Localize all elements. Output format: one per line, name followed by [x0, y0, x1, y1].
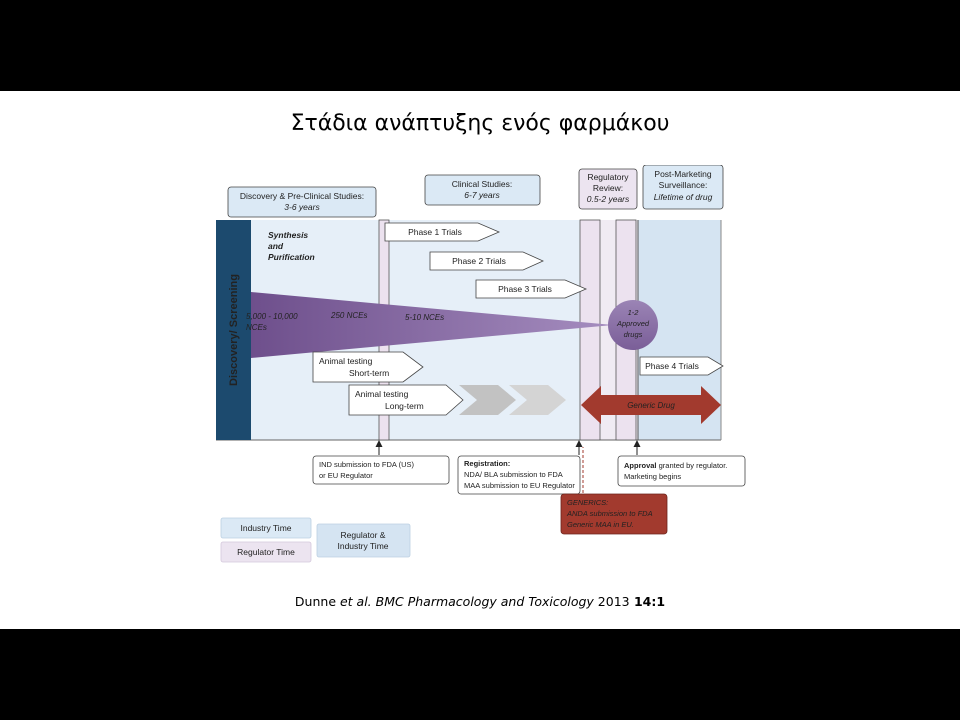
phase-4-label: Phase 4 Trials	[645, 361, 699, 371]
registration-callout: Registration: NDA/ BLA submission to FDA…	[457, 455, 581, 495]
citation-year: 2013	[593, 594, 630, 609]
compound-funnel	[251, 292, 613, 358]
stage-postmarketing-title: Post-Marketing	[654, 169, 711, 179]
stage-regulatory-duration: 0.5-2 years	[587, 194, 630, 204]
approval-callout: Approval granted by regulator. Marketing…	[617, 455, 746, 487]
stage-discovery-title: Discovery & Pre-Clinical Studies:	[240, 191, 364, 201]
legend-industry-swatch	[220, 517, 312, 539]
legend-both-line1: Regulator &	[341, 530, 386, 540]
animal-testing-long-term: Animal testing Long-term	[348, 384, 566, 416]
approval-line2: Marketing begins	[624, 472, 681, 481]
discovery-screening-label: Discovery/ Screening	[228, 274, 240, 386]
synthesis-line3: Purification	[268, 252, 315, 262]
stage-postmarketing-subtitle: Surveillance:	[659, 180, 708, 190]
animal-short-line2: Short-term	[349, 368, 389, 378]
phase-3-label: Phase 3 Trials	[498, 284, 552, 294]
synthesis-line2: and	[268, 241, 284, 251]
ind-line1: IND submission to FDA (US)	[319, 460, 415, 469]
citation-etal: et al.	[336, 594, 372, 609]
phase-1-trials: Phase 1 Trials	[384, 222, 501, 242]
compound-counts: 5,000 - 10,000 NCEs 250 NCEs 5-10 NCEs	[246, 311, 444, 332]
registration-line3: MAA submission to EU Regulator	[464, 481, 575, 490]
slide: Στάδια ανάπτυξης ενός φαρμάκου	[0, 91, 960, 629]
compounds-clinical-count: 5-10 NCEs	[405, 313, 444, 322]
stage-postmarketing: Post-Marketing Surveillance: Lifetime of…	[642, 165, 724, 210]
citation-journal: BMC Pharmacology and Toxicology	[371, 594, 594, 609]
approval-title: Approval	[624, 461, 657, 470]
drug-development-diagram: Discovery/ Screening Discovery & Pre-Cli…	[213, 165, 748, 565]
legend-both-swatch	[316, 523, 411, 558]
legend-industry-label: Industry Time	[240, 523, 291, 533]
stage-discovery: Discovery & Pre-Clinical Studies: 3-6 ye…	[227, 186, 377, 218]
phase-3-trials: Phase 3 Trials	[475, 279, 588, 299]
approved-unit: drugs	[624, 330, 643, 339]
approved-count: 1-2	[628, 308, 640, 317]
approved-label: Approved	[616, 319, 650, 328]
registration-title: Registration:	[464, 459, 510, 468]
legend-regulator-swatch	[220, 541, 312, 563]
stage-clinical-title: Clinical Studies:	[452, 179, 512, 189]
stage-postmarketing-duration: Lifetime of drug	[654, 192, 713, 202]
stage-clinical: Clinical Studies: 6-7 years	[424, 174, 541, 206]
generics-title: GENERICS:	[567, 498, 608, 507]
generic-drug-arrow: Generic Drug	[581, 386, 721, 424]
regulatory-strip-1	[579, 219, 601, 441]
approved-drugs-circle: 1-2 Approved drugs	[608, 300, 658, 350]
stage-clinical-duration: 6-7 years	[464, 190, 500, 200]
synthesis-label: Synthesis and Purification	[268, 230, 315, 262]
animal-long-line2: Long-term	[385, 401, 424, 411]
phase-1-label: Phase 1 Trials	[408, 227, 462, 237]
legend: Industry Time Regulator Time Regulator &…	[220, 517, 411, 563]
discovery-screening-bar	[216, 220, 251, 440]
stage-discovery-duration: 3-6 years	[284, 202, 320, 212]
stage-regulatory: Regulatory Review: 0.5-2 years	[578, 168, 638, 210]
animal-long-line1: Animal testing	[355, 389, 409, 399]
citation-volume: 14:1	[629, 594, 666, 609]
citation-author: Dunne	[294, 594, 337, 609]
ind-line2: or EU Regulator	[319, 471, 373, 480]
legend-both-line2: Industry Time	[337, 541, 388, 551]
generic-drug-label: Generic Drug	[627, 401, 675, 410]
stage-regulatory-subtitle: Review:	[593, 183, 623, 193]
approval-rest: granted by regulator.	[657, 461, 728, 470]
phase-2-trials: Phase 2 Trials	[429, 251, 544, 271]
synthesis-line1: Synthesis	[268, 230, 308, 240]
stage-regulatory-title: Regulatory	[587, 172, 629, 182]
phase-2-label: Phase 2 Trials	[452, 256, 506, 266]
svg-text:Approval granted by regulator.: Approval granted by regulator.	[624, 461, 727, 470]
compounds-screening-count: 5,000 - 10,000	[246, 312, 298, 321]
generics-callout: GENERICS: ANDA submission to FDA Generic…	[560, 493, 668, 535]
compounds-preclinical-count: 250 NCEs	[330, 311, 367, 320]
slide-title: Στάδια ανάπτυξης ενός φαρμάκου	[290, 111, 670, 136]
generics-line2: ANDA submission to FDA	[566, 509, 653, 518]
compounds-screening-unit: NCEs	[246, 323, 267, 332]
animal-short-line1: Animal testing	[319, 356, 373, 366]
citation: Dunne et al. BMC Pharmacology and Toxico…	[0, 594, 960, 609]
animal-testing-short-term: Animal testing Short-term	[312, 351, 424, 383]
legend-regulator-label: Regulator Time	[237, 547, 295, 557]
phase-4-trials: Phase 4 Trials	[639, 356, 724, 376]
diagram-canvas: Discovery/ Screening Discovery & Pre-Cli…	[216, 165, 746, 563]
generics-line3: Generic MAA in EU.	[567, 520, 634, 529]
ind-submission-callout: IND submission to FDA (US) or EU Regulat…	[312, 455, 450, 485]
registration-line2: NDA/ BLA submission to FDA	[464, 470, 563, 479]
